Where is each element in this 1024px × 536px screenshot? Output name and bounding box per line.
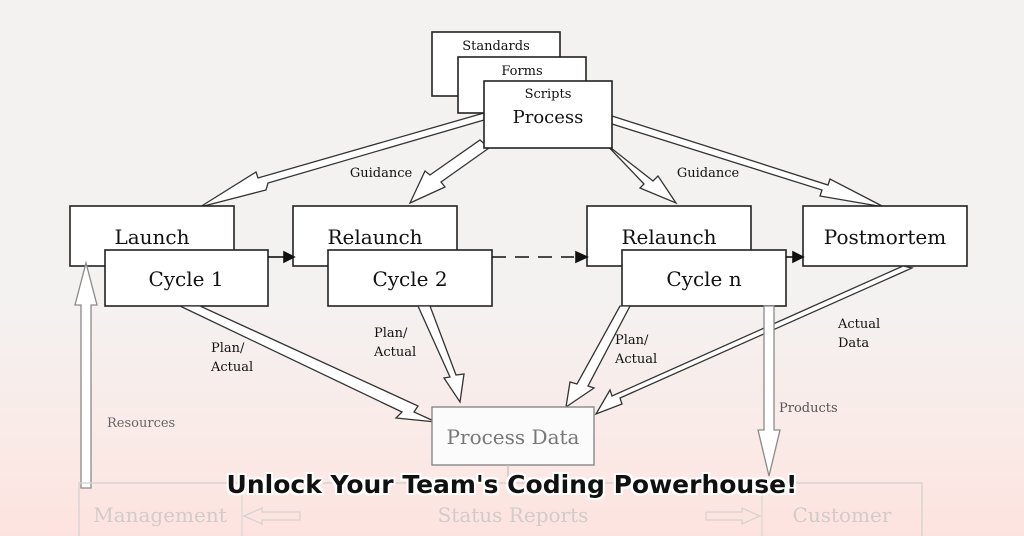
guidance-arrow-to-relaunch-2: [601, 139, 678, 205]
cycle-2-label: Cycle 2: [372, 267, 447, 291]
sequence-arrows: [268, 250, 805, 264]
cycle-1-to-relaunch-head: [283, 250, 296, 264]
plan-actual-label-1b: Actual: [210, 360, 253, 375]
cycle-n-label: Cycle n: [666, 267, 741, 291]
cycle-2-box: [327, 249, 493, 307]
guidance-label-left: Guidance: [350, 166, 413, 181]
resources-label: Resources: [107, 416, 175, 431]
plan-actual-label-3a: Plan/: [615, 333, 649, 348]
cycle-n-box: [621, 249, 787, 307]
guidance-arrow-to-launch: [199, 112, 485, 208]
cycle-n-data-arrow: [565, 305, 632, 409]
plan-actual-label-2a: Plan/: [374, 326, 408, 341]
postmortem-label: Postmortem: [824, 225, 946, 249]
data-arrows: [179, 265, 915, 423]
scripts-label: Scripts: [525, 87, 572, 102]
relaunch-label-2: Relaunch: [621, 225, 716, 249]
banner-headline: Unlock Your Team's Coding Powerhouse!: [226, 470, 798, 499]
resources-arrow: [74, 260, 98, 489]
products-arrow: [757, 305, 781, 477]
cycle-boxes: Cycle 1 Cycle 2 Cycle n: [104, 249, 787, 307]
cycle-1-data-arrow: [179, 305, 437, 423]
launch-label: Launch: [114, 225, 189, 249]
bottom-row: Management Status Reports Customer: [78, 482, 923, 536]
cycle-1-box: [104, 249, 269, 307]
guidance-label-right: Guidance: [677, 166, 740, 181]
bottom-row-frame: [78, 482, 923, 536]
forms-label: Forms: [501, 64, 542, 79]
management-label: Management: [93, 503, 227, 527]
cycle-n-to-postmortem-head: [792, 250, 805, 264]
postmortem-box: [802, 205, 968, 267]
process-data-label: Process Data: [447, 425, 580, 449]
plan-actual-label-1a: Plan/: [211, 341, 245, 356]
process-label: Process: [513, 107, 584, 128]
cycle-2-data-arrow: [416, 305, 465, 404]
cycle-1-label: Cycle 1: [148, 267, 223, 291]
actual-data-label-b: Data: [838, 336, 869, 351]
guidance-arrows: [199, 112, 885, 208]
process-data-box: [431, 406, 595, 466]
guidance-arrow-to-relaunch-1: [408, 139, 491, 205]
standards-label: Standards: [462, 39, 530, 54]
plan-actual-label-2b: Actual: [373, 345, 416, 360]
guidance-arrow-to-postmortem: [611, 115, 885, 208]
postmortem-data-arrow: [594, 265, 915, 416]
process-box: [483, 80, 613, 149]
plan-actual-label-3b: Actual: [614, 352, 657, 367]
relaunch-label-1: Relaunch: [327, 225, 422, 249]
phase-boxes: Launch Relaunch Relaunch Postmortem: [69, 205, 968, 267]
cycle-2-to-relaunch-head: [575, 250, 589, 264]
process-stack: Standards Forms Scripts Process: [431, 31, 613, 149]
status-reports-label: Status Reports: [438, 503, 589, 527]
products-label: Products: [779, 401, 838, 416]
customer-label: Customer: [793, 503, 892, 527]
actual-data-label-a: Actual: [837, 317, 880, 332]
